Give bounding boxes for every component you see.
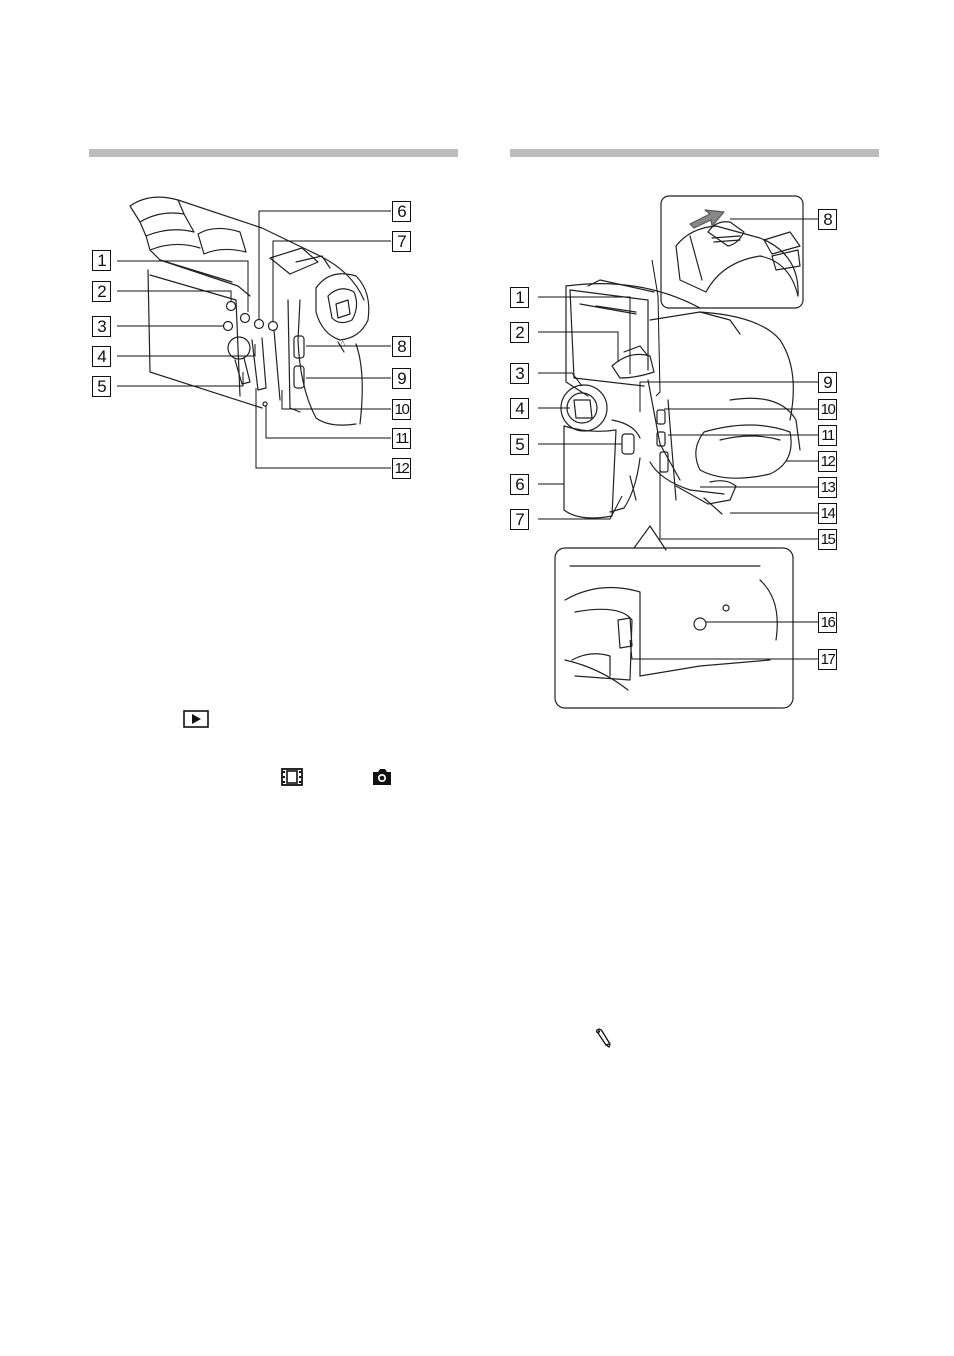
right-callout-15: 15 [818,529,837,550]
right-callout-3: 3 [510,363,529,384]
right-callout-14: 14 [818,503,837,524]
right-callout-4: 4 [510,398,529,419]
right-callout-2: 2 [510,322,529,343]
right-callout-10: 10 [818,399,837,420]
note-pencil-icon [594,1027,614,1049]
right-callout-17: 17 [818,649,837,670]
right-callout-11: 11 [818,425,837,446]
right-callout-9: 9 [818,372,837,393]
right-callout-1: 1 [510,287,529,308]
right-callout-7: 7 [510,509,529,530]
right-callout-12: 12 [818,451,837,472]
right-callout-8: 8 [818,209,837,230]
right-callout-16: 16 [818,612,837,633]
right-callout-6: 6 [510,474,529,495]
right-callout-5: 5 [510,434,529,455]
right-callout-13: 13 [818,477,837,498]
